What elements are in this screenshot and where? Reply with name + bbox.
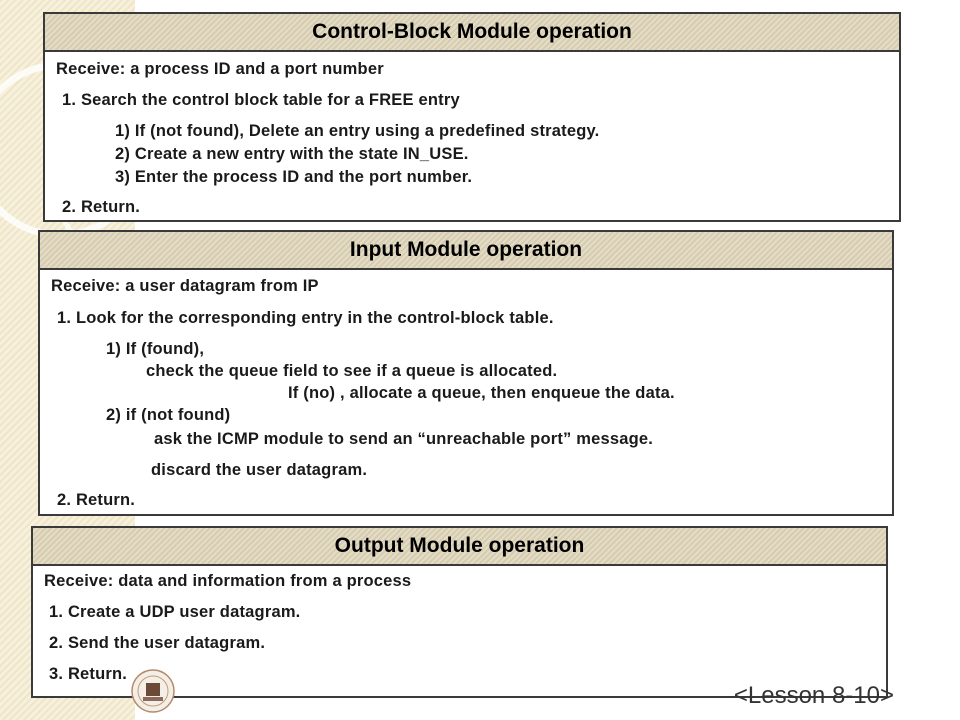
- output-step-1: 1. Create a UDP user datagram.: [49, 603, 301, 621]
- input-sub-2b: discard the user datagram.: [151, 461, 368, 479]
- output-step-3: 3. Return.: [49, 665, 128, 683]
- control-block-box: Control-Block Module operation Receive: …: [43, 12, 901, 222]
- control-block-step-1: 1. Search the control block table for a …: [62, 91, 460, 109]
- input-step-2: 2. Return.: [57, 491, 136, 509]
- lesson-footer: <Lesson 8-10>: [733, 682, 894, 709]
- control-block-receive: Receive: a process ID and a port number: [56, 60, 384, 78]
- control-block-title: Control-Block Module operation: [45, 14, 899, 52]
- output-step-2: 2. Send the user datagram.: [49, 634, 266, 652]
- input-sub-2: 2) if (not found): [106, 406, 231, 424]
- control-block-sub-3: 3) Enter the process ID and the port num…: [115, 168, 473, 186]
- control-block-sub-1: 1) If (not found), Delete an entry using…: [115, 122, 600, 140]
- input-step-1: 1. Look for the corresponding entry in t…: [57, 309, 554, 327]
- output-module-box: Output Module operation Receive: data an…: [31, 526, 888, 698]
- input-receive: Receive: a user datagram from IP: [51, 277, 319, 295]
- input-sub-2a: ask the ICMP module to send an “unreacha…: [154, 430, 654, 448]
- input-sub-1b: If (no) , allocate a queue, then enqueue…: [288, 384, 675, 402]
- input-module-box: Input Module operation Receive: a user d…: [38, 230, 894, 516]
- input-sub-1: 1) If (found),: [106, 340, 205, 358]
- university-seal-logo: [131, 669, 175, 713]
- output-module-title: Output Module operation: [33, 528, 886, 566]
- output-receive: Receive: data and information from a pro…: [44, 572, 412, 590]
- input-module-title: Input Module operation: [40, 232, 892, 270]
- control-block-step-2: 2. Return.: [62, 198, 141, 216]
- control-block-sub-2: 2) Create a new entry with the state IN_…: [115, 145, 469, 163]
- input-sub-1a: check the queue field to see if a queue …: [146, 362, 558, 380]
